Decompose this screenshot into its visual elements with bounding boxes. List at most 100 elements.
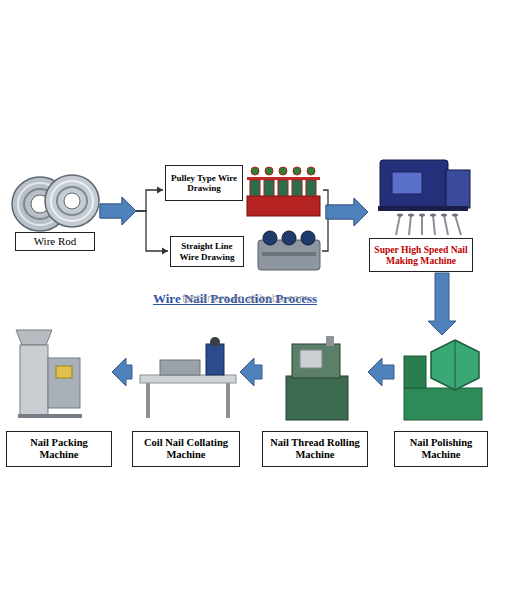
machine-label: Coil Nail Collating Machine bbox=[136, 437, 236, 461]
machine-head bbox=[206, 344, 224, 375]
machine-base bbox=[286, 376, 348, 420]
watermark-text: fasteners.en.alibaba.com bbox=[182, 293, 309, 304]
drum-edge bbox=[455, 340, 456, 390]
machine-label: Nail Packing Machine bbox=[10, 437, 108, 461]
machine-drum bbox=[282, 231, 296, 245]
machine-drum bbox=[263, 231, 277, 245]
machine-drum bbox=[301, 231, 315, 245]
coil-hole bbox=[64, 193, 80, 209]
label-box: Nail Thread Rolling Machine bbox=[262, 431, 368, 467]
label-box: Wire Rod bbox=[15, 232, 95, 251]
pulley-drawing-machine bbox=[247, 167, 320, 216]
machine-motor bbox=[404, 356, 426, 388]
label-box: Super High Speed Nail Making Machine bbox=[369, 238, 473, 272]
block-arrow bbox=[112, 358, 132, 386]
machine-drum bbox=[306, 180, 316, 196]
block-arrow bbox=[326, 198, 368, 226]
machine-label: Nail Polishing Machine bbox=[398, 437, 484, 461]
block-arrow bbox=[428, 273, 456, 335]
machine-drum bbox=[278, 180, 288, 196]
machine-node: Nail Thread Rolling Machine bbox=[262, 335, 368, 467]
flow-arrow bbox=[100, 187, 163, 226]
label-box: Nail Polishing Machine bbox=[394, 431, 488, 467]
bracket-line bbox=[134, 190, 163, 211]
machine-top bbox=[292, 344, 340, 378]
nail bbox=[455, 215, 461, 235]
block-arrow bbox=[100, 197, 136, 225]
machine-base bbox=[247, 196, 320, 216]
machine-pulley bbox=[265, 167, 273, 175]
machine-label: Super High Speed Nail Making Machine bbox=[373, 244, 469, 266]
machine-label: Pulley Type Wire Drawing bbox=[169, 173, 239, 194]
nail bbox=[433, 215, 435, 235]
machine-drum bbox=[264, 180, 274, 196]
label-box: Pulley Type Wire Drawing bbox=[165, 165, 243, 201]
block-arrow bbox=[368, 358, 394, 386]
label-box: Straight Line Wire Drawing bbox=[170, 236, 244, 267]
flow-arrow bbox=[112, 358, 132, 386]
block-arrow bbox=[100, 197, 136, 225]
machine-base bbox=[404, 388, 482, 420]
machine-body bbox=[380, 160, 448, 208]
machine-drum bbox=[431, 340, 479, 390]
nail-head bbox=[397, 214, 403, 217]
wire-rod-coils bbox=[12, 175, 99, 231]
nail bbox=[421, 215, 423, 235]
nail bbox=[409, 215, 411, 235]
machine-window bbox=[392, 172, 422, 194]
block-arrow bbox=[240, 358, 262, 386]
nail-head bbox=[430, 214, 436, 217]
machine-node: Wire Rod bbox=[8, 168, 100, 254]
label-box: Nail Packing Machine bbox=[6, 431, 112, 467]
machine-pulley bbox=[251, 167, 259, 175]
machine-hopper bbox=[326, 336, 334, 346]
machine-reel bbox=[210, 337, 220, 347]
nail-head bbox=[452, 214, 458, 217]
machine-node: Straight Line Wire Drawing bbox=[168, 227, 322, 275]
nail-making-machine bbox=[378, 160, 470, 235]
bracket-line bbox=[134, 211, 168, 251]
machine-pulley bbox=[293, 167, 301, 175]
machine-base bbox=[378, 206, 468, 211]
machine-panel bbox=[262, 252, 316, 256]
machine-base bbox=[18, 414, 82, 418]
arrow-head bbox=[162, 248, 168, 255]
machine-label: Nail Thread Rolling Machine bbox=[266, 437, 364, 461]
machine-node: Super High Speed Nail Making Machine bbox=[368, 155, 474, 273]
flow-arrow bbox=[322, 198, 368, 251]
collating-machine bbox=[140, 337, 236, 418]
machine-node: Nail Polishing Machine bbox=[394, 335, 488, 467]
nail-heads bbox=[397, 214, 458, 217]
machine-label: Straight Line Wire Drawing bbox=[174, 241, 240, 262]
nail bbox=[444, 215, 448, 235]
machine-side bbox=[446, 170, 470, 208]
thread-rolling-machine bbox=[286, 336, 348, 420]
flow-arrow bbox=[428, 273, 456, 335]
machine-column bbox=[20, 345, 48, 415]
machine-node: Pulley Type Wire Drawing bbox=[163, 158, 323, 222]
machine-side bbox=[48, 358, 80, 408]
machine-pulley bbox=[307, 167, 315, 175]
nail-head bbox=[419, 214, 425, 217]
machine-table bbox=[140, 375, 236, 383]
coil-ring bbox=[57, 187, 87, 215]
coil-ring bbox=[51, 181, 93, 221]
machine-leg bbox=[146, 383, 150, 418]
flow-arrow bbox=[323, 190, 368, 226]
coil-outer bbox=[45, 175, 99, 227]
nail bbox=[396, 215, 400, 235]
packing-machine bbox=[16, 330, 82, 418]
machine-panel bbox=[56, 366, 72, 378]
machine-drum bbox=[250, 180, 260, 196]
machine-pulley bbox=[279, 167, 287, 175]
nail-head bbox=[408, 214, 414, 217]
arrow-head bbox=[157, 187, 163, 194]
block-arrow bbox=[326, 198, 368, 226]
straight-drawing-machine bbox=[258, 231, 320, 270]
machine-label: Wire Rod bbox=[34, 235, 77, 248]
machine-drum bbox=[292, 180, 302, 196]
flow-arrow bbox=[100, 197, 168, 255]
machine-hopper bbox=[16, 330, 52, 345]
label-box: Coil Nail Collating Machine bbox=[132, 431, 240, 467]
